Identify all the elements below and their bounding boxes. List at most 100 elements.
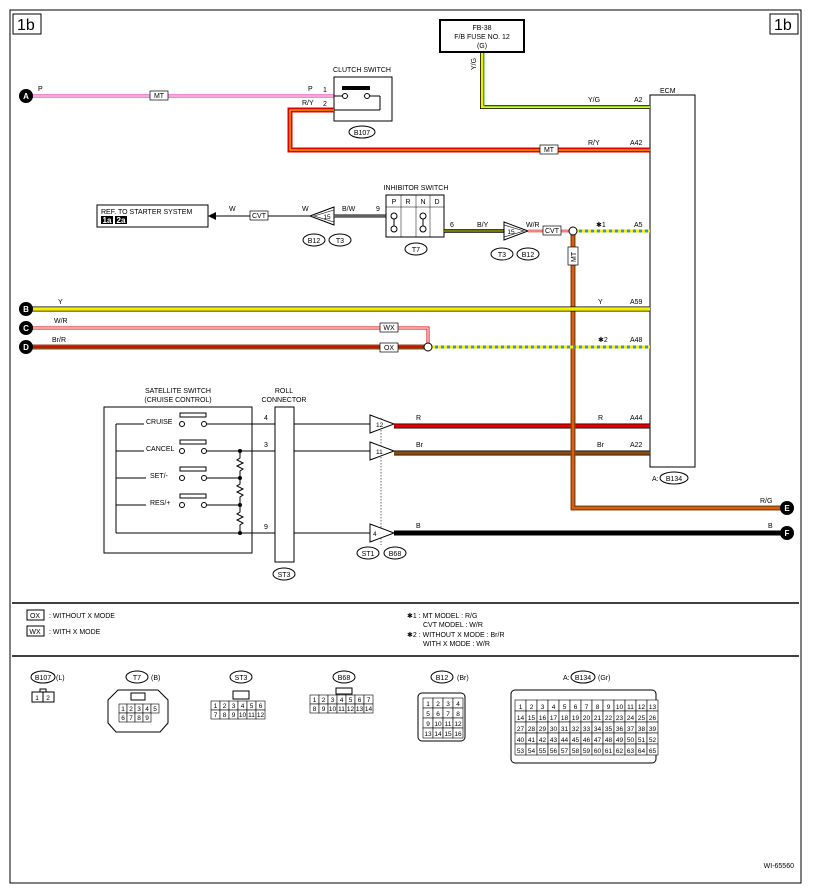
terminal-a xyxy=(19,89,33,103)
wx-tag xyxy=(379,322,399,333)
clutch-connector: B107 xyxy=(354,130,370,137)
connector-11 xyxy=(369,441,396,461)
inhibitor-connector: T7 xyxy=(412,247,420,254)
pin-number: 44 xyxy=(561,737,569,744)
wx-tag-label: WX xyxy=(383,325,395,332)
wire-label-a-left: P xyxy=(38,86,43,93)
mt-tag-a-label: MT xyxy=(154,93,165,100)
cvt-tag-wr xyxy=(542,225,562,236)
wire-label-wr: W/R xyxy=(526,222,540,229)
pin-number: 1 xyxy=(313,697,317,704)
starter-ref-badge2-box xyxy=(115,216,127,224)
view-b12-color: (Br) xyxy=(457,675,469,682)
view-b134-oval xyxy=(570,670,596,684)
pin-number: 19 xyxy=(572,715,580,722)
pin-number: 59 xyxy=(583,748,591,755)
pin-number: 37 xyxy=(627,726,635,733)
inhibitor-connector-oval xyxy=(404,242,428,256)
wire-label-br: Br xyxy=(416,442,424,449)
ecm-box xyxy=(649,94,696,468)
wire-label-star1: ✱1 xyxy=(596,221,606,229)
legend-note1b: CVT MODEL : W/R xyxy=(423,622,483,629)
connector-4 xyxy=(369,523,396,543)
clutch-pin2: 2 xyxy=(323,101,327,108)
view-b134-color: (Gr) xyxy=(598,675,610,682)
pin-number: 14 xyxy=(365,706,373,713)
clutch-contact-bar xyxy=(342,86,370,90)
page-marker-right: 1b xyxy=(774,17,792,34)
pin-number: 51 xyxy=(638,737,646,744)
pin-number: 47 xyxy=(594,737,602,744)
pin-number: 52 xyxy=(649,737,657,744)
pin-number: 11 xyxy=(445,721,452,728)
sat-title1: SATELLITE SWITCH xyxy=(145,388,211,395)
pin-number: 3 xyxy=(541,704,545,711)
terminal-d-label: D xyxy=(23,343,29,352)
pin-number: 29 xyxy=(539,726,547,733)
terminal-c-label: C xyxy=(23,324,29,333)
connector-15-right-inner xyxy=(503,224,526,238)
conn-t3-oval-left xyxy=(328,233,352,247)
splice-a48 xyxy=(423,342,433,352)
conn-b68: B68 xyxy=(389,551,402,558)
pin-number: 7 xyxy=(367,697,371,704)
pin-number: 60 xyxy=(594,748,602,755)
pin-number: 8 xyxy=(456,711,460,718)
pin-number: 21 xyxy=(594,715,602,722)
pin-number: 3 xyxy=(232,703,236,710)
pin-number: 5 xyxy=(153,706,157,713)
pin-number: 8 xyxy=(313,706,317,713)
pin-number: 23 xyxy=(616,715,624,722)
pin-number: 8 xyxy=(596,704,600,711)
pin-number: 9 xyxy=(322,706,326,713)
ecm-pin-a22: A22 xyxy=(630,442,643,449)
starter-ref-text: REF. TO STARTER SYSTEM xyxy=(101,209,192,216)
wire-label-b2: B xyxy=(768,523,773,530)
legend-note2b: WITH X MODE : W/R xyxy=(423,641,490,648)
legend-ox-box-label: OX xyxy=(30,613,40,620)
page-marker-left: 1b xyxy=(17,17,35,34)
pin-number: 53 xyxy=(517,748,525,755)
pin-number: 31 xyxy=(561,726,569,733)
fuse-line2: F/B FUSE NO. 12 xyxy=(454,34,510,41)
wire-label-b: B xyxy=(416,523,421,530)
mt-tag-ry xyxy=(539,144,559,155)
pin-number: 1 xyxy=(426,701,430,708)
pin-number: 11 xyxy=(338,706,345,713)
pin-cell xyxy=(255,709,266,720)
terminal-d xyxy=(19,340,33,354)
roll-pin-3: 3 xyxy=(264,442,268,449)
pin-number: 14 xyxy=(434,731,442,738)
pin-number: 10 xyxy=(239,712,247,719)
view-b68-oval xyxy=(332,670,356,684)
wire-yg-stripe xyxy=(483,53,650,107)
pin-number: 24 xyxy=(627,715,635,722)
pin-number: 65 xyxy=(649,748,657,755)
splice-a5 xyxy=(568,226,578,236)
legend-ox-text: : WITHOUT X MODE xyxy=(49,613,115,620)
terminal-f-label: F xyxy=(785,529,790,538)
wire-label-y-right: Y xyxy=(598,299,603,306)
view-b107: B107 (L) 1 2 xyxy=(30,670,65,703)
pin-number: 64 xyxy=(638,748,646,755)
pin-number: 9 xyxy=(232,712,236,719)
view-t7-label: T7 xyxy=(133,675,141,682)
pin-number: 2 xyxy=(436,701,440,708)
pin-number: 57 xyxy=(561,748,569,755)
pin-number: 32 xyxy=(572,726,580,733)
pin-number: 8 xyxy=(137,715,141,722)
view-b68-latch xyxy=(335,687,353,695)
pin-number: 3 xyxy=(331,697,335,704)
conn-b12-oval-left xyxy=(302,233,326,247)
pin-number: 6 xyxy=(436,711,440,718)
wire-wr-c-stripe xyxy=(26,327,429,347)
pin-number: 55 xyxy=(539,748,547,755)
pin-number: 25 xyxy=(638,715,646,722)
fuse-box xyxy=(439,19,525,53)
legend-wx-box-label: WX xyxy=(29,629,41,636)
wire-label-br2: Br xyxy=(597,442,605,449)
pin-number: 10 xyxy=(616,704,624,711)
